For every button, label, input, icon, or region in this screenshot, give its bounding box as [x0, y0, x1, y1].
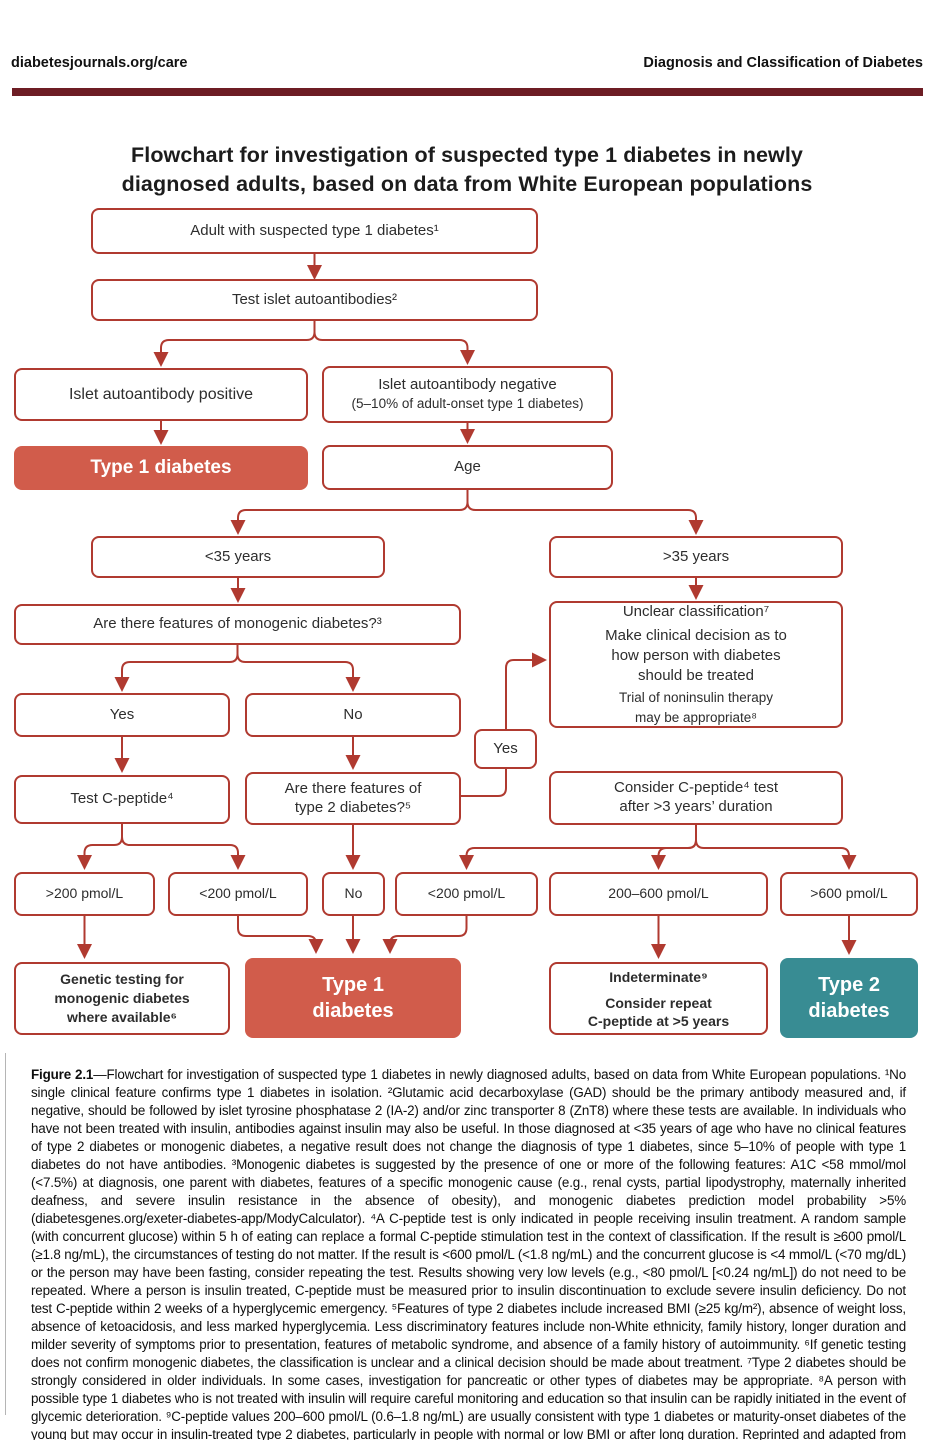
- node-gt200-label: >200 pmol/L: [45, 885, 124, 902]
- connector-testcpeptide-to-lt200: [121, 824, 246, 870]
- page-edge-artifact: [5, 1053, 6, 1415]
- node-no-label: No: [343, 705, 363, 723]
- figure-caption: Figure 2.1—Flowchart for investigation o…: [31, 1066, 906, 1440]
- connector-age-to-under35: [230, 490, 469, 535]
- node-age-label: Age: [454, 458, 481, 476]
- node-indeterminate-line1: Indeterminate⁹: [609, 968, 708, 985]
- connector-monogenic-to-no: [236, 645, 361, 692]
- node-result-200-600: 200–600 pmol/L: [549, 872, 768, 916]
- node-genetic-line2: monogenic diabetes: [54, 990, 190, 1006]
- node-no: No: [245, 693, 461, 737]
- header-rule: [12, 88, 923, 96]
- node-islet-positive-label: Islet autoantibody positive: [68, 385, 254, 403]
- node-type1-diabetes-final: Type 1 diabetes: [245, 958, 461, 1038]
- node-yes-label: Yes: [109, 705, 135, 723]
- connector-age-to-over35: [466, 490, 704, 535]
- running-head-url: diabetesjournals.org/care: [11, 55, 188, 71]
- node-unclear-note-line1: Trial of noninsulin therapy: [618, 689, 774, 705]
- node-type2-diabetes-final: Type 2 diabetes: [780, 958, 918, 1038]
- connector-test-to-isletpos: [153, 321, 316, 367]
- connector-consider-to-gt600: [695, 825, 857, 870]
- node-genetic-testing: Genetic testing for monogenic diabetes w…: [14, 962, 230, 1035]
- figure-title: Flowchart for investigation of suspected…: [0, 141, 934, 199]
- node-unclear-classification: Unclear classification⁷ Make clinical de…: [549, 601, 843, 728]
- node-type1-final-line1: Type 1: [322, 974, 384, 996]
- node-yes: Yes: [14, 693, 230, 737]
- node-indeterminate: Indeterminate⁹ Consider repeat C-peptide…: [549, 962, 768, 1035]
- node-islet-negative-line2: (5–10% of adult-onset type 1 diabetes): [351, 395, 584, 411]
- node-test-cpeptide-label: Test C-peptide⁴: [70, 790, 174, 808]
- node-indeterminate-body-line1: Consider repeat: [605, 994, 712, 1011]
- node-consider-line1: Consider C-peptide⁴ test: [613, 779, 779, 797]
- connector-yesconnector-to-unclear: [505, 652, 547, 729]
- connector-consider-to-mid: [651, 825, 697, 870]
- node-gt600-label: >600 pmol/L: [810, 885, 888, 902]
- figure-caption-label: Figure 2.1: [31, 1067, 94, 1083]
- connector-test-to-isletneg: [313, 321, 475, 365]
- node-monogenic-features-question: Are there features of monogenic diabetes…: [14, 604, 461, 645]
- connector-lt200-to-type1final: [237, 916, 324, 954]
- node-unclear-body-line2: how person with diabetes: [611, 646, 781, 664]
- running-head-title: Diagnosis and Classification of Diabetes: [643, 55, 923, 71]
- node-yes-connector: Yes: [474, 729, 537, 769]
- node-type1-outcome-label: Type 1 diabetes: [90, 457, 232, 479]
- node-result-lt200-left: <200 pmol/L: [168, 872, 308, 916]
- node-adult-label: Adult with suspected type 1 diabetes¹: [190, 221, 439, 239]
- node-under-35-years: <35 years: [91, 536, 385, 578]
- figure-title-line-2: diagnosed adults, based on data from Whi…: [121, 172, 813, 196]
- node-unclear-note-line2: may be appropriate⁸: [634, 709, 757, 725]
- node-adult-suspected-type1: Adult with suspected type 1 diabetes¹: [91, 208, 538, 254]
- node-genetic-line3: where available⁶: [67, 1009, 177, 1025]
- node-test-islet-autoantibodies: Test islet autoantibodies²: [91, 279, 538, 321]
- node-islet-negative-line1: Islet autoantibody negative: [378, 376, 557, 394]
- node-type2-question-line1: Are there features of: [284, 779, 422, 797]
- node-type2-final-line2: diabetes: [808, 1000, 890, 1022]
- node-result-gt600: >600 pmol/L: [780, 872, 918, 916]
- node-test-cpeptide: Test C-peptide⁴: [14, 775, 230, 824]
- node-islet-autoantibody-negative: Islet autoantibody negative (5–10% of ad…: [322, 366, 613, 423]
- node-type2-features-question: Are there features of type 2 diabetes?⁵: [245, 772, 461, 825]
- node-result-no-label: No: [344, 885, 363, 902]
- node-consider-line2: after >3 years’ duration: [619, 798, 773, 815]
- node-result-no: No: [322, 872, 385, 916]
- connector-consider-to-lt200: [459, 825, 697, 870]
- node-unclear-body-line1: Make clinical decision as to: [605, 626, 787, 644]
- node-type1-diabetes-outcome: Type 1 diabetes: [14, 446, 308, 490]
- node-type2-final-line1: Type 2: [818, 974, 880, 996]
- node-test-islet-label: Test islet autoantibodies²: [231, 290, 398, 308]
- node-mid-result-label: 200–600 pmol/L: [608, 885, 709, 902]
- node-lt200-left-label: <200 pmol/L: [199, 885, 277, 902]
- figure-title-line-1: Flowchart for investigation of suspected…: [131, 143, 803, 167]
- node-islet-autoantibody-positive: Islet autoantibody positive: [14, 368, 308, 421]
- node-genetic-line1: Genetic testing for: [60, 971, 184, 987]
- node-unclear-body-line3: should be treated: [638, 666, 754, 684]
- node-result-lt200-right: <200 pmol/L: [395, 872, 538, 916]
- connector-type2q-to-yesconnector: [461, 769, 507, 797]
- flowchart-connectors: [77, 254, 857, 959]
- node-over35-label: >35 years: [662, 547, 730, 565]
- node-unclear-line1: Unclear classification⁷: [622, 603, 770, 621]
- node-result-gt200: >200 pmol/L: [14, 872, 155, 916]
- node-type2-question-line2: type 2 diabetes?⁵: [294, 798, 412, 816]
- connector-lt200right-to-type1final: [382, 916, 468, 954]
- node-type1-final-line2: diabetes: [312, 1000, 394, 1022]
- node-yes-connector-label: Yes: [493, 739, 518, 757]
- node-over-35-years: >35 years: [549, 536, 843, 578]
- node-indeterminate-body-line2: C-peptide at >5 years: [587, 1012, 730, 1029]
- node-consider-cpeptide: Consider C-peptide⁴ test after >3 years’…: [549, 771, 843, 825]
- connector-testcpeptide-to-gt200: [77, 824, 123, 870]
- node-monogenic-question-label: Are there features of monogenic diabetes…: [93, 615, 382, 633]
- figure-caption-text: —Flowchart for investigation of suspecte…: [31, 1067, 906, 1440]
- node-under35-label: <35 years: [204, 547, 272, 565]
- connector-monogenic-to-yes: [114, 645, 239, 692]
- node-lt200-right-label: <200 pmol/L: [427, 885, 506, 902]
- node-age: Age: [322, 445, 613, 490]
